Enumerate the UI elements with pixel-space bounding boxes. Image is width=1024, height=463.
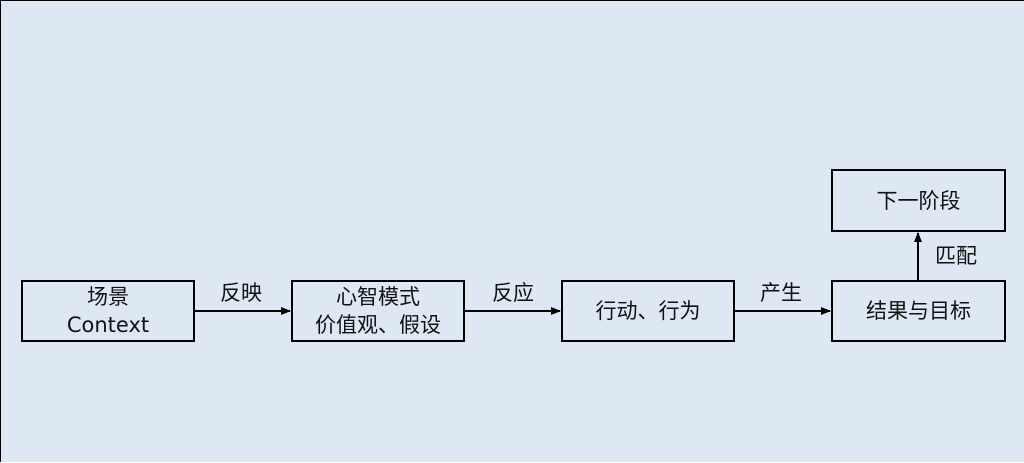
edge-label-respond: 反应 — [492, 281, 534, 305]
node-context: 场景 Context — [21, 280, 195, 342]
edge-label-match: 匹配 — [935, 244, 977, 268]
node-mental-model-line1: 心智模式 — [336, 285, 420, 309]
node-result: 结果与目标 — [831, 280, 1006, 342]
node-action-label: 行动、行为 — [595, 299, 701, 323]
edge-label-produce: 产生 — [760, 281, 802, 305]
node-action: 行动、行为 — [561, 280, 735, 342]
node-context-line2: Context — [66, 313, 150, 337]
node-next-stage-label: 下一阶段 — [876, 188, 961, 213]
node-mental-model-line2: 价值观、假设 — [315, 313, 441, 337]
node-next-stage: 下一阶段 — [831, 169, 1006, 232]
node-result-label: 结果与目标 — [866, 299, 971, 323]
node-context-line1: 场景 — [87, 285, 129, 309]
edge-label-reflect: 反映 — [220, 281, 262, 305]
node-mental-model: 心智模式 价值观、假设 — [291, 280, 465, 342]
